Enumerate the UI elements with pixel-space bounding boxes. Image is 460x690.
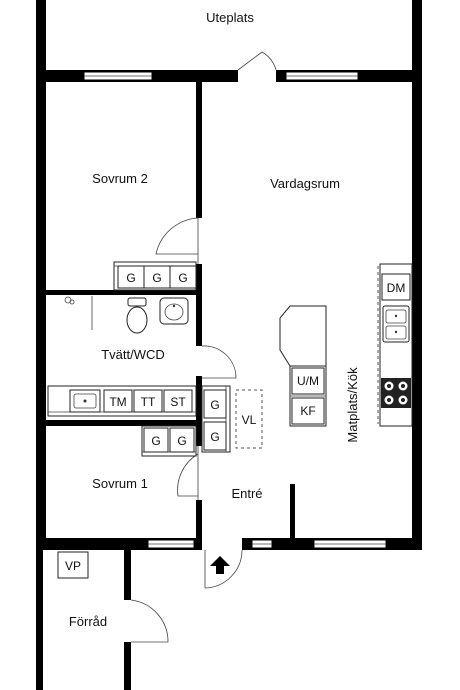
wall-bath-hall [196, 376, 202, 446]
wardrobe-label: G [177, 434, 186, 448]
wardrobe-label: G [210, 398, 219, 412]
fridge-freezer [291, 397, 325, 425]
bathroom-fixtures [47, 296, 197, 417]
sovrum2-wardrobes [113, 261, 197, 291]
storage-wall-right-bottom [124, 642, 131, 690]
sovrum2-door[interactable] [155, 217, 199, 264]
dishwasher-label: DM [387, 281, 406, 295]
outer-wall-right [412, 70, 422, 550]
wardrobe-label: G [152, 271, 161, 285]
laundry-sink-icon [69, 389, 101, 413]
electric-panel [57, 551, 89, 579]
wall-bath-sovrum1 [46, 420, 196, 426]
storage-cabinet [163, 389, 193, 413]
front-door[interactable] [204, 549, 243, 589]
fridge-freezer-label: KF [300, 404, 315, 418]
bathroom-sink-icon [159, 297, 189, 325]
electric-panel-label: VP [65, 559, 81, 573]
drying-cabinet [133, 389, 163, 413]
wardrobe-5 [169, 427, 195, 453]
coat-rack [235, 389, 263, 449]
kitchen-fixtures [279, 263, 413, 427]
windows [83, 71, 387, 549]
wardrobe-label: G [210, 430, 219, 444]
outer-wall-left [36, 70, 46, 550]
wall-sovrum2-bath [46, 290, 196, 295]
dishwasher [381, 273, 411, 301]
wall-bath-living [196, 264, 202, 346]
stove-icon [381, 378, 411, 408]
entrance-arrow-icon [210, 556, 230, 574]
label-tvatt-wcd: Tvätt/WCD [101, 347, 165, 362]
label-matplats-kok: Matplats/Kök [345, 367, 360, 443]
freezer-label: U/M [297, 374, 319, 388]
tumble-dryer-label: TM [109, 395, 126, 409]
bathroom-door[interactable] [201, 345, 237, 379]
sovrum1-door[interactable] [177, 446, 199, 500]
kitchen-island [279, 305, 327, 367]
patio-door[interactable] [237, 51, 277, 71]
fixture-labels: G G G G G G G DM TM TT ST U/M KF VL VP [65, 271, 405, 573]
doors [130, 51, 277, 643]
wall-sovrum1-hall [196, 500, 202, 540]
label-entre: Entré [231, 486, 262, 501]
wall-hall-kitchen [290, 484, 295, 540]
kitchen-sink-icon [382, 305, 410, 343]
wardrobe-3 [169, 265, 197, 289]
storage-wall-right-top [124, 548, 131, 600]
walls [36, 0, 422, 690]
tumble-dryer [103, 389, 133, 413]
toilet-icon [126, 297, 148, 334]
storage-label: ST [170, 395, 186, 409]
sovrum1-wardrobes [141, 425, 197, 457]
freezer [291, 367, 325, 395]
drying-cabinet-label: TT [141, 395, 156, 409]
label-forrad: Förråd [69, 614, 107, 629]
room-labels: Uteplats Sovrum 2 Vardagsrum Tvätt/WCD S… [69, 10, 360, 629]
label-sovrum2: Sovrum 2 [92, 171, 148, 186]
label-vardagsrum: Vardagsrum [270, 176, 340, 191]
label-sovrum1: Sovrum 1 [92, 476, 148, 491]
coat-rack-label: VL [242, 413, 257, 427]
wardrobe-6 [203, 389, 227, 419]
patio-wall-left [36, 0, 46, 80]
wardrobe-7 [203, 421, 227, 451]
label-uteplats: Uteplats [206, 10, 254, 25]
wardrobe-label: G [126, 271, 135, 285]
wardrobe-label: G [151, 434, 160, 448]
wardrobe-label: G [178, 271, 187, 285]
storage-door[interactable] [130, 599, 169, 643]
wardrobe-4 [143, 427, 169, 453]
patio-wall-right [412, 0, 422, 80]
wall-sovrum2-living [196, 82, 202, 218]
storage-wall-left [36, 548, 43, 690]
hall-wardrobes [201, 385, 263, 453]
